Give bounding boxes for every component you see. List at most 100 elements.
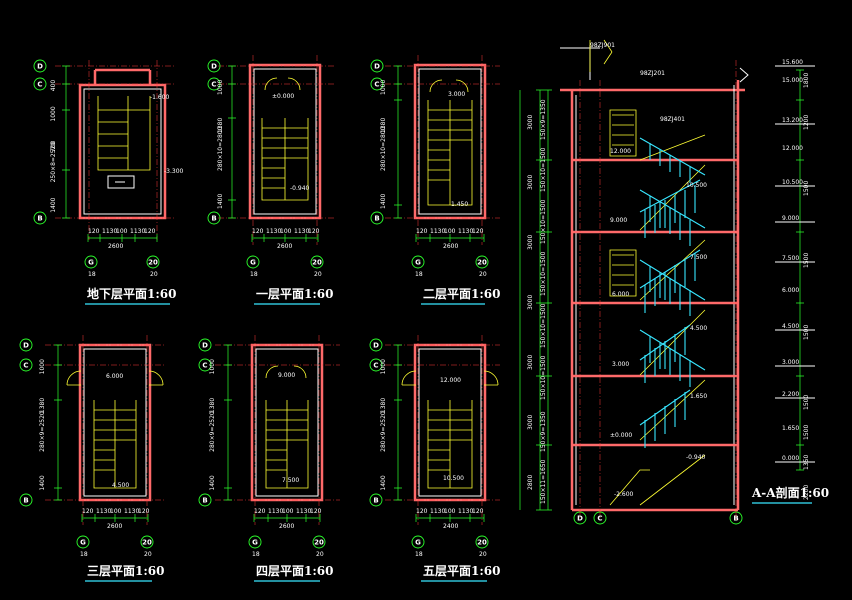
plan-title: 地下层平面1:60	[87, 286, 176, 301]
dim-label: 1130	[102, 228, 117, 235]
axis-label: 20	[312, 259, 322, 267]
axis-bubble	[369, 358, 383, 372]
dim-label: 1130	[430, 228, 445, 235]
dim-label: 120	[416, 508, 428, 515]
axis-sublabel: 18	[415, 271, 423, 278]
axis-bubble	[76, 535, 90, 549]
axis-sublabel: 18	[252, 551, 260, 558]
dim-label: 120	[472, 228, 484, 235]
dim-total: 2400	[443, 523, 458, 530]
level-label: -3.300	[164, 168, 184, 175]
axis-label: C	[597, 515, 602, 523]
dim-label: 1130	[268, 508, 283, 515]
axis-bubble	[370, 211, 384, 225]
plan-title: 五层平面1:60	[423, 564, 500, 578]
level-right: 10.500	[782, 179, 803, 186]
dim-label: 1380	[39, 398, 46, 413]
axis-bubble	[246, 255, 260, 269]
axis-label: C	[202, 362, 207, 370]
dim-label: 1000	[380, 80, 387, 95]
axis-bubble	[84, 255, 98, 269]
axis-label: D	[374, 63, 380, 71]
axis-bubble	[146, 255, 160, 269]
dim-label: 100	[280, 228, 292, 235]
dim-label: 1000	[380, 359, 387, 374]
level-right: 3.000	[782, 359, 799, 366]
dim-right: 1500	[803, 425, 810, 440]
dim-right: 1200	[803, 115, 810, 130]
dim-left-long: 150×9=1350	[540, 99, 547, 140]
level-label: 12.000	[440, 377, 461, 384]
level-right: 13.200	[782, 117, 803, 124]
dim-label: 120	[254, 508, 266, 515]
dim-label: 280×9=2520	[209, 411, 216, 452]
axis-label: G	[415, 259, 421, 267]
axis-label: D	[373, 342, 379, 350]
axis-bubble	[19, 358, 33, 372]
axis-sublabel: 18	[80, 551, 88, 558]
dim-left: 3000	[527, 175, 534, 190]
dim-left: 2800	[527, 475, 534, 490]
dim-label: 700	[50, 140, 57, 152]
plan-title: 四层平面1:60	[256, 564, 333, 578]
dim-label: 1380	[380, 118, 387, 133]
dim-right: 2200	[803, 485, 810, 500]
dim-label: 280×10=2800	[380, 126, 387, 171]
dim-label: 1130	[430, 508, 445, 515]
axis-label: G	[252, 539, 258, 547]
dim-label: 1130	[130, 228, 145, 235]
dim-left: 3000	[527, 115, 534, 130]
dim-label: 280×9=2520	[39, 411, 46, 452]
axis-label: C	[23, 362, 28, 370]
axis-sublabel: 20	[479, 551, 487, 558]
axis-label: D	[211, 63, 217, 71]
dim-label: 1130	[458, 228, 473, 235]
axis-bubble	[198, 338, 212, 352]
plan-title: 一层平面1:60	[256, 287, 333, 301]
level-inner: 10.500	[686, 182, 707, 189]
axis-bubble	[207, 77, 221, 91]
dim-label: 120	[310, 508, 322, 515]
dim-left: 3000	[527, 415, 534, 430]
axis-label: C	[37, 81, 42, 89]
dim-left: 3000	[527, 235, 534, 250]
axis-sublabel: 20	[150, 271, 158, 278]
level-right: 15.600	[782, 59, 803, 66]
axis-sublabel: 20	[314, 271, 322, 278]
dim-label: 280×10=2800	[217, 126, 224, 171]
level-label: ±0.000	[272, 93, 294, 100]
level-inner: 3.000	[612, 361, 629, 368]
axis-label: B	[733, 515, 738, 523]
dim-label: 400	[50, 80, 57, 92]
dim-total: 2600	[443, 243, 458, 250]
axis-label: C	[373, 362, 378, 370]
axis-sublabel: 20	[316, 551, 324, 558]
axis-bubble	[475, 535, 489, 549]
level-right: 4.500	[782, 323, 799, 330]
dim-label: 120	[308, 228, 320, 235]
dim-left-long: 150×10=1500	[540, 251, 547, 296]
axis-bubble	[310, 255, 324, 269]
axis-label: 20	[142, 539, 152, 547]
level-right: 1.650	[782, 425, 799, 432]
axis-bubble	[19, 493, 33, 507]
dim-right: 1500	[803, 181, 810, 196]
axis-label: 20	[477, 259, 487, 267]
level-inner: 1.650	[690, 393, 707, 400]
dim-left: 3000	[527, 355, 534, 370]
dim-label: 1400	[217, 194, 224, 209]
level-label: 6.000	[106, 373, 123, 380]
axis-bubble	[369, 493, 383, 507]
level-right: 15.000	[782, 77, 803, 84]
dim-label: 100	[110, 508, 122, 515]
level-label: -1.600	[150, 94, 170, 101]
dim-label: 1400	[380, 194, 387, 209]
dim-label: 100	[282, 508, 294, 515]
plan-title: 二层平面1:60	[423, 287, 500, 301]
dim-label: 1380	[217, 118, 224, 133]
level-label: 4.500	[112, 482, 129, 489]
level-inner: 7.500	[690, 254, 707, 261]
level-right: 6.000	[782, 287, 799, 294]
dim-total: 2600	[277, 243, 292, 250]
